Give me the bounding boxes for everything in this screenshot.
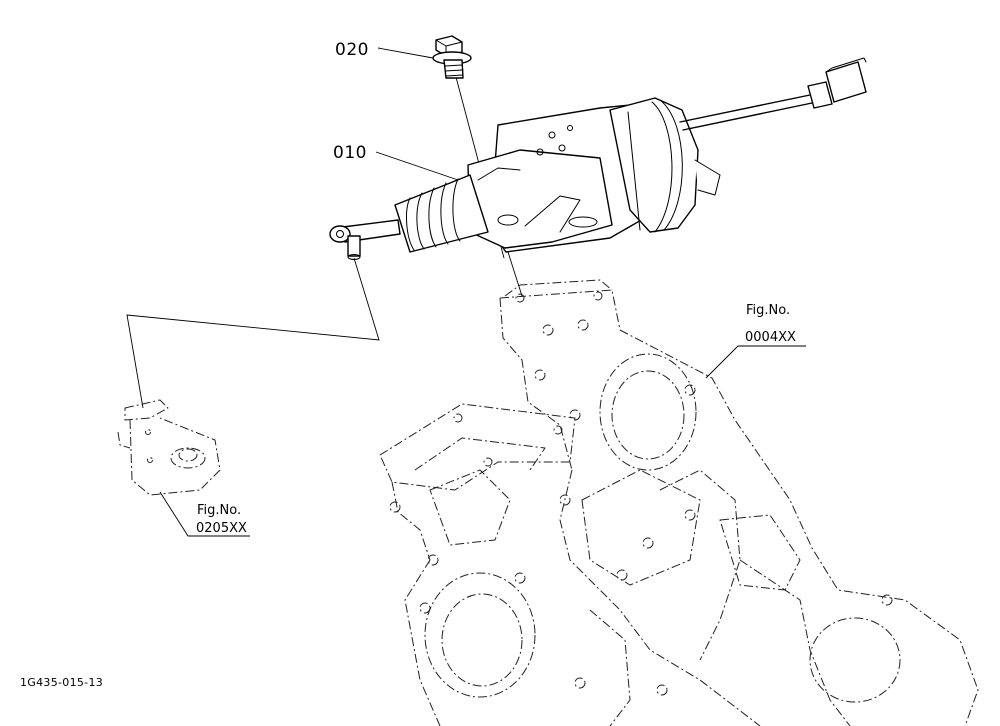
housing-bolt-holes [389, 291, 893, 696]
flange-bolt-part-020 [432, 35, 472, 79]
fig-ref-right-title: Fig.No. [746, 303, 790, 318]
lever-bracket-reference-outline [117, 399, 221, 496]
fig-ref-right-code: 0004XX [745, 330, 796, 345]
callout-010-label: 010 [333, 143, 367, 163]
fig-ref-left-code: 0205XX [196, 521, 247, 536]
fig-ref-left-title: Fig.No. [197, 503, 241, 518]
callout-leaders [159, 47, 806, 537]
callout-020-label: 020 [335, 40, 369, 60]
actuator-cylinder-part-010 [329, 57, 867, 260]
housing-reference-outline [379, 279, 979, 726]
drawing-number: 1G435-015-13 [20, 676, 103, 689]
